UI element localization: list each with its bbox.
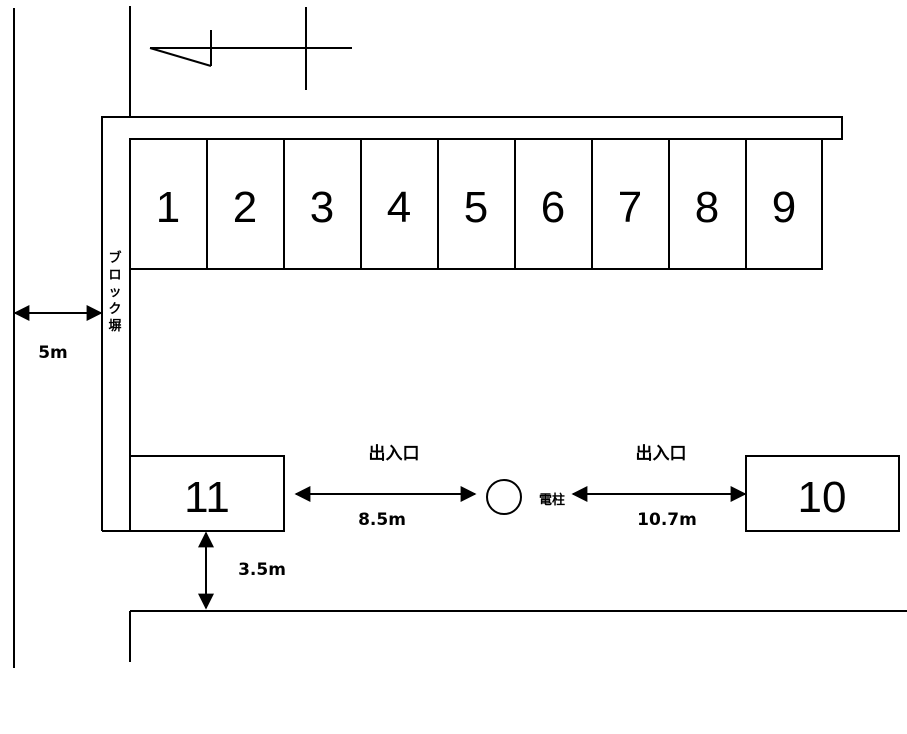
wall-label-char: ク [108, 302, 121, 317]
space-number-6: 6 [541, 183, 565, 232]
wall-label-char: ブ [108, 250, 121, 266]
dimension-entrance-left: 8.5m [358, 510, 406, 530]
space-number-10: 10 [798, 473, 847, 522]
parking-space-10 [745, 455, 900, 532]
entrance-left-label: 出入口 [369, 443, 420, 464]
utility-pole-icon [486, 479, 522, 515]
space-number-2: 2 [233, 183, 257, 232]
north-arrow-icon [149, 7, 352, 90]
entrance-right-label: 出入口 [636, 443, 687, 464]
parking-space-5 [437, 138, 516, 270]
space-number-9: 9 [772, 183, 796, 232]
utility-pole-label: 電柱 [539, 492, 565, 508]
parking-space-9 [745, 138, 823, 270]
top-parking-row: 1 2 3 4 5 6 7 8 9 [129, 138, 823, 270]
dimension-road-left: 5m [38, 343, 68, 363]
space-number-1: 1 [156, 183, 180, 232]
parking-space-11 [129, 455, 285, 532]
dimension-road-bottom: 3.5m [238, 560, 286, 580]
parking-space-3 [283, 138, 362, 270]
space-number-8: 8 [695, 183, 719, 232]
space-number-5: 5 [464, 183, 488, 232]
block-wall-label: ブ ロ ッ ク 塀 [108, 250, 121, 334]
space-number-7: 7 [618, 183, 642, 232]
parking-space-4 [360, 138, 439, 270]
wall-label-char: ロ [108, 268, 121, 283]
dimension-entrance-right: 10.7m [637, 510, 697, 530]
parking-space-2 [206, 138, 285, 270]
space-number-11: 11 [184, 473, 230, 522]
parking-space-7 [591, 138, 670, 270]
parking-space-6 [514, 138, 593, 270]
wall-label-char: 塀 [108, 319, 121, 334]
space-number-3: 3 [310, 183, 334, 232]
parking-space-8 [668, 138, 747, 270]
wall-label-char: ッ [108, 285, 121, 300]
space-number-4: 4 [387, 183, 411, 232]
